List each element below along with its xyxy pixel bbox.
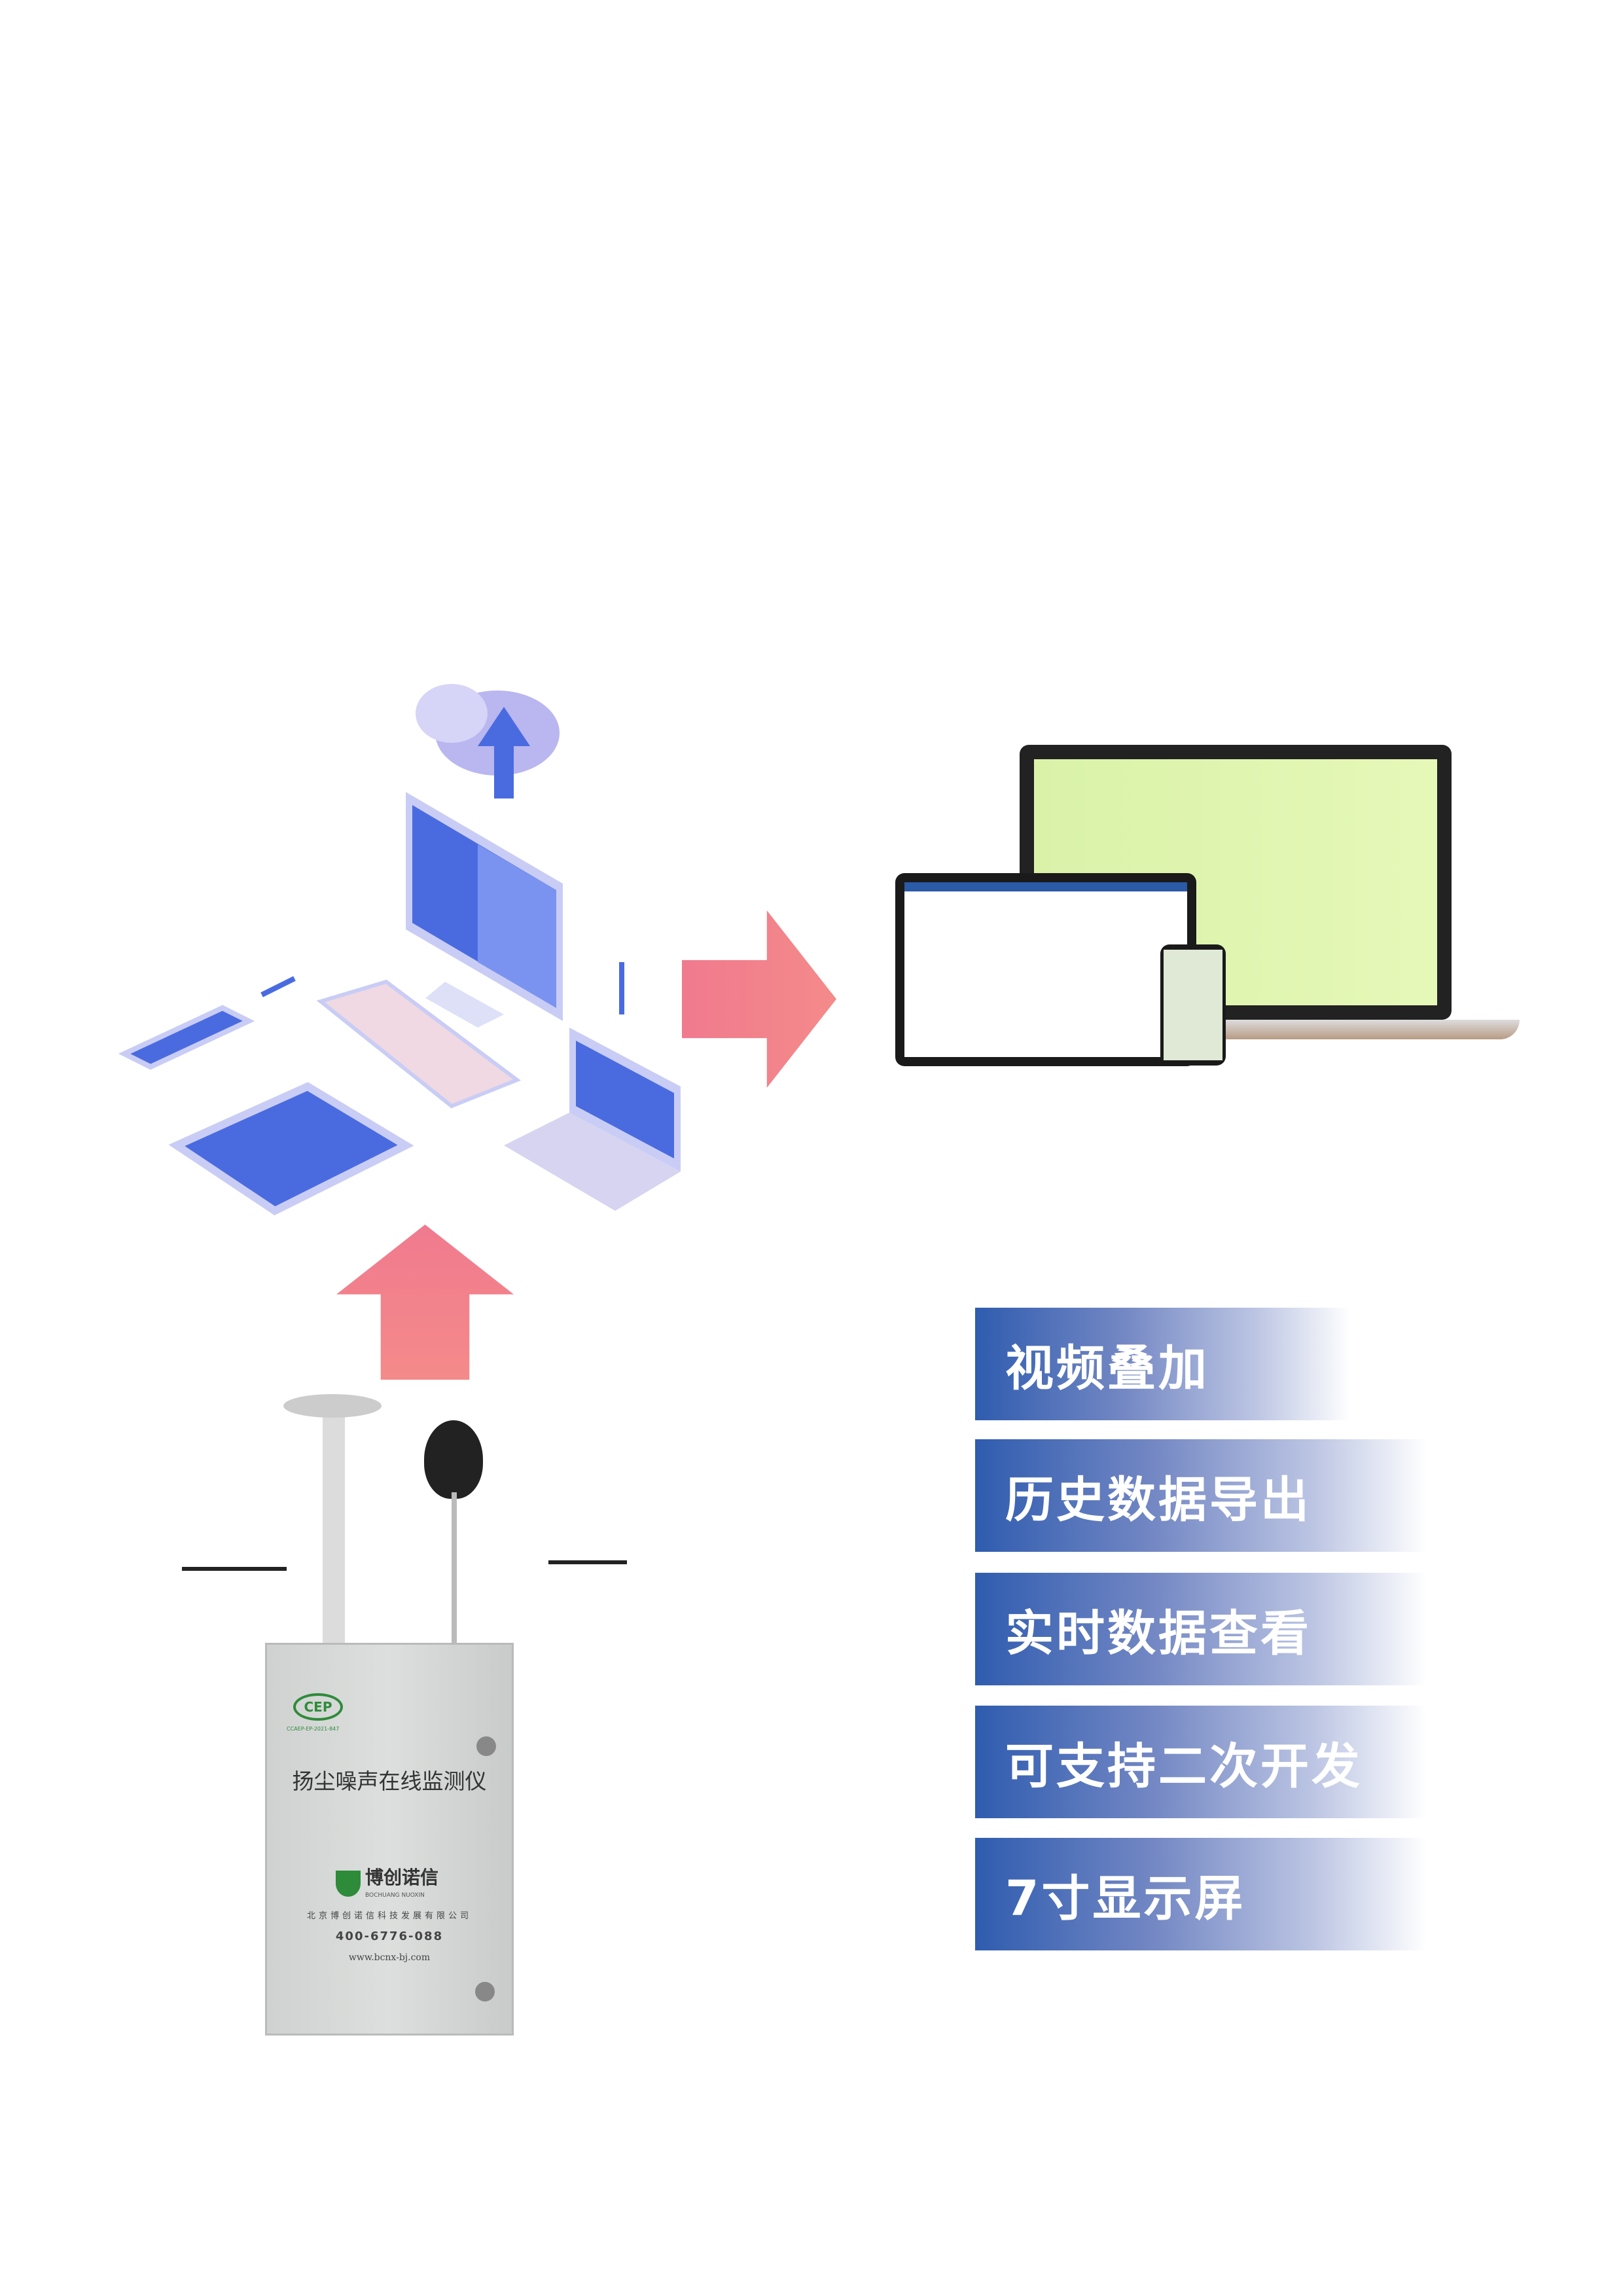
website: www.bcnx-bj.com xyxy=(348,1952,431,1963)
feature-history-export: 历史数据导出 xyxy=(975,1439,1427,1552)
cep-logo: CEP xyxy=(293,1693,343,1721)
cloud-upload-icon xyxy=(416,684,560,798)
wind-vane-icon xyxy=(548,1532,627,1564)
sensor-pole xyxy=(323,1414,345,1662)
feature-realtime-view: 实时数据查看 xyxy=(975,1573,1427,1685)
brand-en: BOCHUANG NUOXIN xyxy=(365,1892,425,1899)
brand-cn: 博创诺信 xyxy=(365,1867,439,1888)
phone-number: 400-6776-088 xyxy=(335,1929,444,1943)
software-screens-devices xyxy=(895,745,1520,1069)
laptop-icon xyxy=(504,1028,681,1211)
device-cabinet: CEP CCAEP-EP-2021-847 扬尘噪声在线监测仪 博创诺信 BOC… xyxy=(265,1643,514,2036)
anemometer-icon xyxy=(182,1538,287,1571)
up-arrow-icon xyxy=(336,1225,514,1380)
monitoring-device xyxy=(162,1394,660,2049)
tablet-screen xyxy=(895,873,1196,1066)
noise-sensor-icon xyxy=(424,1420,483,1499)
cert-code: CCAEP-EP-2021-847 xyxy=(287,1726,340,1732)
feature-video-overlay: 视频叠加 xyxy=(975,1308,1350,1420)
right-arrow-icon xyxy=(682,910,836,1088)
company-name: 北京博创诺信科技发展有限公司 xyxy=(306,1911,472,1921)
monitor-icon xyxy=(406,792,563,1028)
phone-screen xyxy=(1160,944,1226,1066)
pm-sensor-cap xyxy=(283,1394,382,1418)
tablet-icon xyxy=(168,1082,414,1215)
lock-icon xyxy=(475,1982,495,2001)
feature-7inch-display: 7寸显示屏 xyxy=(975,1838,1427,1950)
keyboard-icon xyxy=(316,979,522,1109)
lock-icon xyxy=(476,1736,496,1756)
brand-logo-icon xyxy=(336,1871,361,1897)
feature-secondary-dev: 可支持二次开发 xyxy=(975,1706,1427,1818)
phone-icon xyxy=(118,1005,255,1070)
cloud-devices-illustration xyxy=(118,684,681,1215)
product-name: 扬尘噪声在线监测仪 xyxy=(292,1768,487,1794)
